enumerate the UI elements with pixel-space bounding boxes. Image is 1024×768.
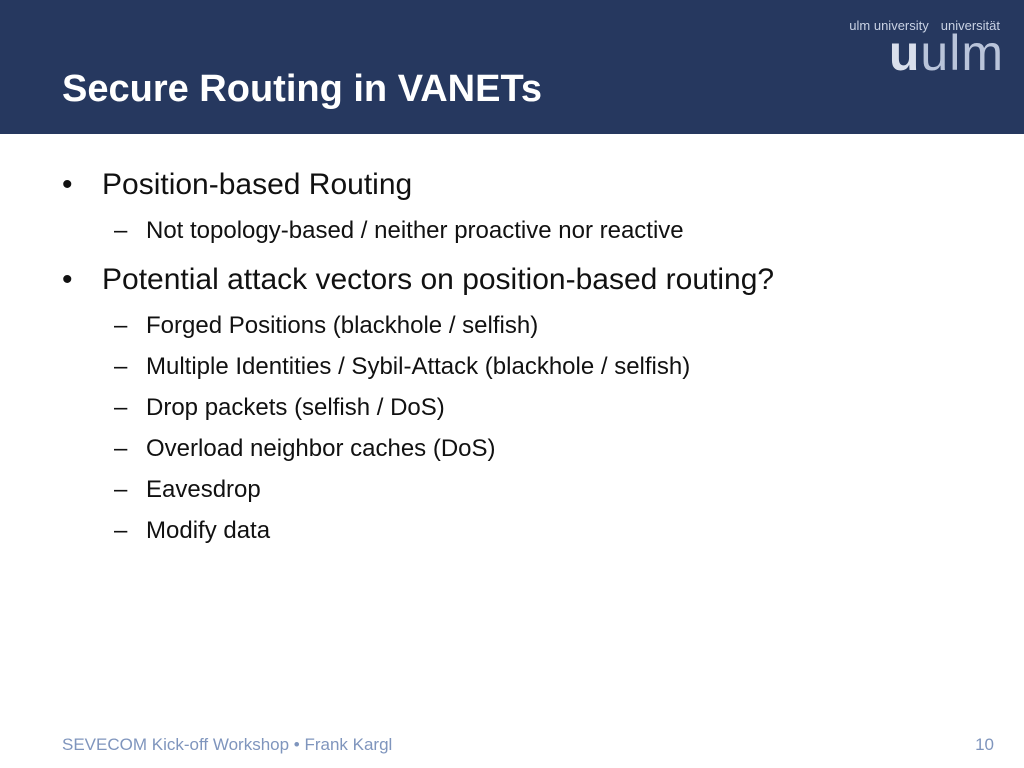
bullet-icon: • <box>62 263 73 296</box>
sub-bullet-item: – Forged Positions (blackhole / selfish) <box>62 305 992 346</box>
sub-bullet-text: Not topology-based / neither proactive n… <box>146 217 684 244</box>
bullet-icon: • <box>62 168 73 201</box>
sub-bullet-text: Multiple Identities / Sybil-Attack (blac… <box>146 353 691 380</box>
sub-bullet-text: Modify data <box>146 517 271 544</box>
logo-caption-right: universität <box>940 18 1000 33</box>
slide-title: Secure Routing in VANETs <box>62 68 542 110</box>
dash-icon: – <box>114 435 128 462</box>
sub-bullet-item: – Modify data <box>62 510 992 551</box>
sub-bullet-text: Overload neighbor caches (DoS) <box>146 435 496 462</box>
dash-icon: – <box>114 353 128 380</box>
sub-bullet-text: Drop packets (selfish / DoS) <box>146 394 445 421</box>
logo-caption-left: ulm university <box>849 18 929 33</box>
logo-mark-rest: ulm <box>920 25 1004 81</box>
sub-bullet-item: – Eavesdrop <box>62 469 992 510</box>
logo-mark-bold: u <box>888 25 921 81</box>
dash-icon: – <box>114 217 128 244</box>
slide-content: • Position-based Routing – Not topology-… <box>62 160 992 551</box>
logo-caption: ulm university universität <box>849 18 1000 33</box>
bullet-text: Position-based Routing <box>102 168 413 201</box>
sub-bullet-item: – Multiple Identities / Sybil-Attack (bl… <box>62 346 992 387</box>
bullet-text: Potential attack vectors on position-bas… <box>102 263 775 296</box>
dash-icon: – <box>114 394 128 421</box>
sub-bullet-item: – Overload neighbor caches (DoS) <box>62 428 992 469</box>
dash-icon: – <box>114 312 128 339</box>
page-number: 10 <box>975 735 994 754</box>
bullet-item: • Potential attack vectors on position-b… <box>62 255 992 305</box>
sub-bullet-item: – Drop packets (selfish / DoS) <box>62 387 992 428</box>
sub-bullet-text: Eavesdrop <box>146 476 261 503</box>
bullet-item: • Position-based Routing <box>62 160 992 210</box>
sub-bullet-text: Forged Positions (blackhole / selfish) <box>146 312 539 339</box>
logo-wordmark: uulm <box>889 28 1004 78</box>
university-logo: ulm university universität uulm <box>764 14 1004 78</box>
dash-icon: – <box>114 476 128 503</box>
sub-bullet-item: – Not topology-based / neither proactive… <box>62 210 992 251</box>
dash-icon: – <box>114 517 128 544</box>
footer-text: SEVECOM Kick-off Workshop • Frank Kargl <box>62 735 393 754</box>
